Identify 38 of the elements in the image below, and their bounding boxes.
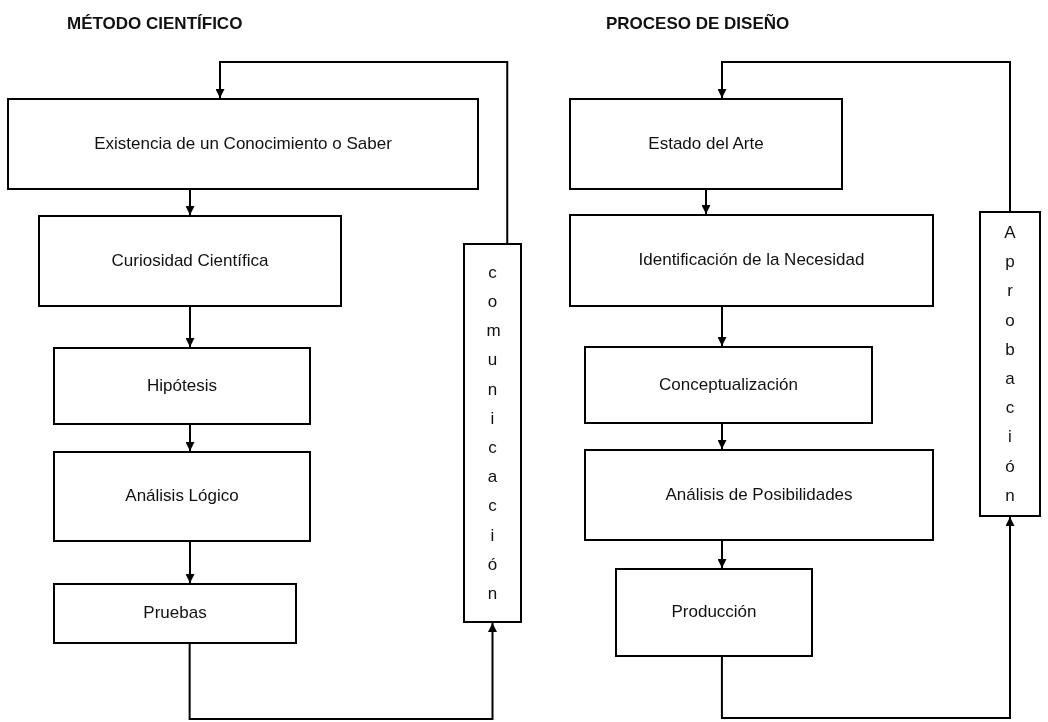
process-box <box>7 98 479 190</box>
step-label: Conceptualización <box>659 374 798 396</box>
step-label: Análisis de Posibilidades <box>665 484 853 506</box>
process-box <box>53 347 311 425</box>
step-label: Producción <box>671 602 757 623</box>
arrow <box>185 189 195 216</box>
vertical-text-box <box>979 211 1041 517</box>
step-label: comunicación <box>486 261 499 606</box>
step-label: Identificación de la Necesidad <box>638 250 865 271</box>
process-box <box>53 583 297 644</box>
step-label: Hipótesis <box>147 375 217 397</box>
process-box <box>584 449 934 541</box>
process-box <box>569 214 934 307</box>
process-box <box>38 215 342 307</box>
arrow <box>717 306 727 347</box>
section-title: PROCESO DE DISEÑO <box>606 14 790 34</box>
step-label: Existencia de un Conocimiento o Saber <box>94 133 392 155</box>
arrow <box>717 540 727 569</box>
process-box <box>584 346 873 424</box>
step-label: Estado del Arte <box>648 133 764 155</box>
arrow <box>185 424 195 452</box>
section-title: MÉTODO CIENTÍFICO <box>67 14 243 34</box>
step-label: Aprobación <box>1004 221 1016 507</box>
step-label: Curiosidad Científica <box>111 250 269 272</box>
arrow <box>717 61 1011 212</box>
vertical-text-box <box>463 243 522 623</box>
arrow <box>717 423 727 450</box>
process-box <box>569 98 843 190</box>
arrow <box>701 189 711 215</box>
arrow <box>215 61 509 244</box>
arrow <box>720 516 1015 719</box>
arrow <box>185 541 195 584</box>
arrow <box>188 622 497 720</box>
arrow <box>185 306 195 348</box>
step-label: Pruebas <box>143 603 207 624</box>
process-box <box>615 568 813 657</box>
step-label: Análisis Lógico <box>125 486 239 507</box>
process-box <box>53 451 311 542</box>
